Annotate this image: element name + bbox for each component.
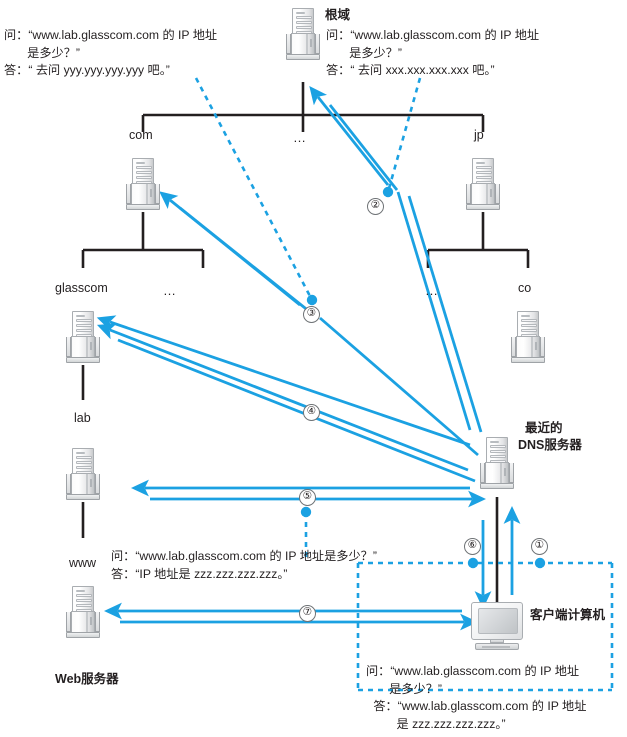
- node-root-server: [286, 8, 320, 60]
- server-icon: [480, 437, 514, 489]
- label-local-dns-line1: 最近的: [525, 421, 563, 435]
- callout-top-left-a1: 答：“ 去问 yyy.yyy.yyy.yyy 吧。”: [4, 63, 170, 78]
- label-com: com: [129, 128, 153, 142]
- monitor-icon: [471, 602, 523, 650]
- server-icon: [66, 311, 100, 363]
- label-glasscom: glasscom: [55, 281, 108, 295]
- step-badge-5: ⑤: [299, 489, 316, 506]
- query-arrows: [96, 86, 521, 631]
- label-lab: lab: [74, 411, 91, 425]
- callout-bottom-q1: 问：“www.lab.glasscom.com 的 IP 地址: [366, 664, 580, 678]
- label-local-dns-line2: DNS服务器: [518, 438, 582, 452]
- callout-top-right: 问：“www.lab.glasscom.com 的 IP 地址 是多少？” 答：…: [326, 27, 539, 80]
- label-com-child-ellipsis: …: [163, 283, 177, 298]
- callout-bottom-a2: 是 zzz.zzz.zzz.zzz。”: [396, 717, 506, 732]
- node-web-server: [66, 586, 100, 638]
- leader-dots: [300, 186, 546, 569]
- node-co-server: [511, 311, 545, 363]
- node-jp-server: [466, 158, 500, 210]
- label-jp: jp: [474, 128, 484, 142]
- label-www: www: [69, 556, 97, 570]
- callout-middle-q1: 问：“www.lab.glasscom.com 的 IP 地址是多少？”: [111, 549, 377, 563]
- node-local-dns-server: [480, 437, 514, 489]
- callout-top-left-q1: 问：“www.lab.glasscom.com 的 IP 地址: [4, 28, 218, 42]
- step-badge-2: ②: [367, 198, 384, 215]
- callout-top-right-a1: 答：“ 去问 xxx.xxx.xxx.xxx 吧。”: [326, 63, 495, 78]
- label-tld-ellipsis: …: [293, 130, 307, 145]
- node-lab-server: [66, 448, 100, 500]
- node-client-computer: [471, 602, 523, 650]
- label-jp-child-ellipsis: …: [425, 283, 439, 298]
- node-com-server: [126, 158, 160, 210]
- server-icon: [66, 586, 100, 638]
- server-icon: [466, 158, 500, 210]
- step-badge-3: ③: [303, 306, 320, 323]
- server-icon: [286, 8, 320, 60]
- server-icon: [511, 311, 545, 363]
- step-badge-4: ④: [303, 404, 320, 421]
- server-icon: [66, 448, 100, 500]
- callout-top-right-q2: 是多少？”: [349, 45, 402, 60]
- callout-bottom-a1: 答：“www.lab.glasscom.com 的 IP 地址: [373, 699, 587, 714]
- label-web-server: Web服务器: [55, 672, 119, 686]
- step-badge-1: ①: [531, 538, 548, 555]
- callout-bottom-q2: 是多少？”: [389, 681, 442, 696]
- callout-top-left: 问：“www.lab.glasscom.com 的 IP 地址 是多少？” 答：…: [4, 27, 217, 80]
- callout-top-left-q2: 是多少？”: [27, 45, 80, 60]
- callout-leaders: [194, 77, 614, 692]
- step-badge-7: ⑦: [299, 605, 316, 622]
- label-client-computer: 客户端计算机: [530, 608, 606, 622]
- label-root-domain: 根域: [325, 8, 351, 22]
- callout-middle: 问：“www.lab.glasscom.com 的 IP 地址是多少？” 答：“…: [111, 548, 377, 583]
- callout-top-right-q1: 问：“www.lab.glasscom.com 的 IP 地址: [326, 28, 540, 42]
- step-badge-6: ⑥: [464, 538, 481, 555]
- callout-middle-a1: 答：“IP 地址是 zzz.zzz.zzz.zzz。”: [111, 566, 288, 581]
- label-co: co: [518, 281, 532, 295]
- server-icon: [126, 158, 160, 210]
- callout-bottom: 问：“www.lab.glasscom.com 的 IP 地址 是多少？” 答：…: [366, 663, 586, 734]
- node-glasscom-server: [66, 311, 100, 363]
